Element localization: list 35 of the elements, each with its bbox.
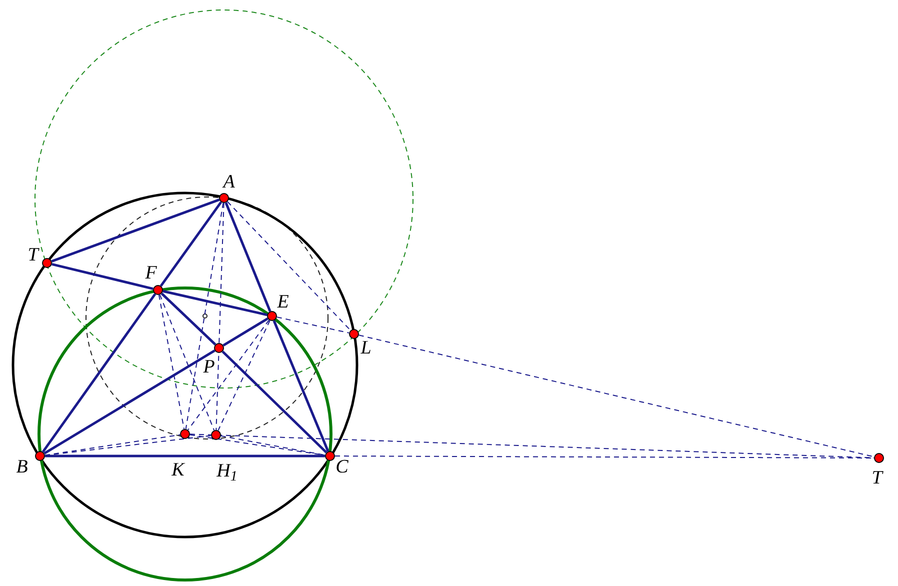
dashed-line bbox=[159, 294, 215, 431]
dashed-line bbox=[158, 294, 185, 430]
line-segment bbox=[272, 320, 330, 452]
point-label: E bbox=[277, 292, 289, 312]
dashed-line bbox=[358, 334, 875, 458]
point-label: C bbox=[336, 458, 348, 476]
point-label: T bbox=[872, 468, 882, 488]
point-label: F bbox=[145, 264, 157, 282]
dashed-line bbox=[220, 435, 326, 456]
line-segment bbox=[44, 350, 216, 454]
point-label: K bbox=[172, 460, 184, 480]
line-segment bbox=[160, 292, 216, 346]
line-segment bbox=[51, 198, 220, 262]
dashed-line bbox=[189, 434, 326, 456]
line-segment bbox=[222, 318, 268, 346]
line-segment bbox=[45, 454, 325, 458]
point-label: L bbox=[360, 338, 372, 358]
dashed-line bbox=[216, 202, 224, 430]
line-segment bbox=[52, 262, 154, 290]
point-label: A bbox=[223, 172, 235, 192]
point-label: T bbox=[28, 246, 38, 264]
dashed-line bbox=[44, 434, 181, 456]
line-segment bbox=[222, 350, 328, 454]
point-label: H$_{1}$ bbox=[216, 462, 238, 480]
dashed-line bbox=[226, 201, 352, 331]
dashed-line bbox=[187, 320, 270, 430]
point-label: P bbox=[203, 358, 215, 376]
line-segment bbox=[224, 202, 272, 312]
dashed-line bbox=[276, 316, 350, 334]
line-segment bbox=[42, 293, 156, 453]
dashed-line bbox=[185, 202, 224, 430]
point-label: B bbox=[16, 458, 28, 476]
dashed-line bbox=[218, 320, 270, 431]
line-segment bbox=[160, 201, 222, 287]
line-segment bbox=[162, 290, 268, 316]
